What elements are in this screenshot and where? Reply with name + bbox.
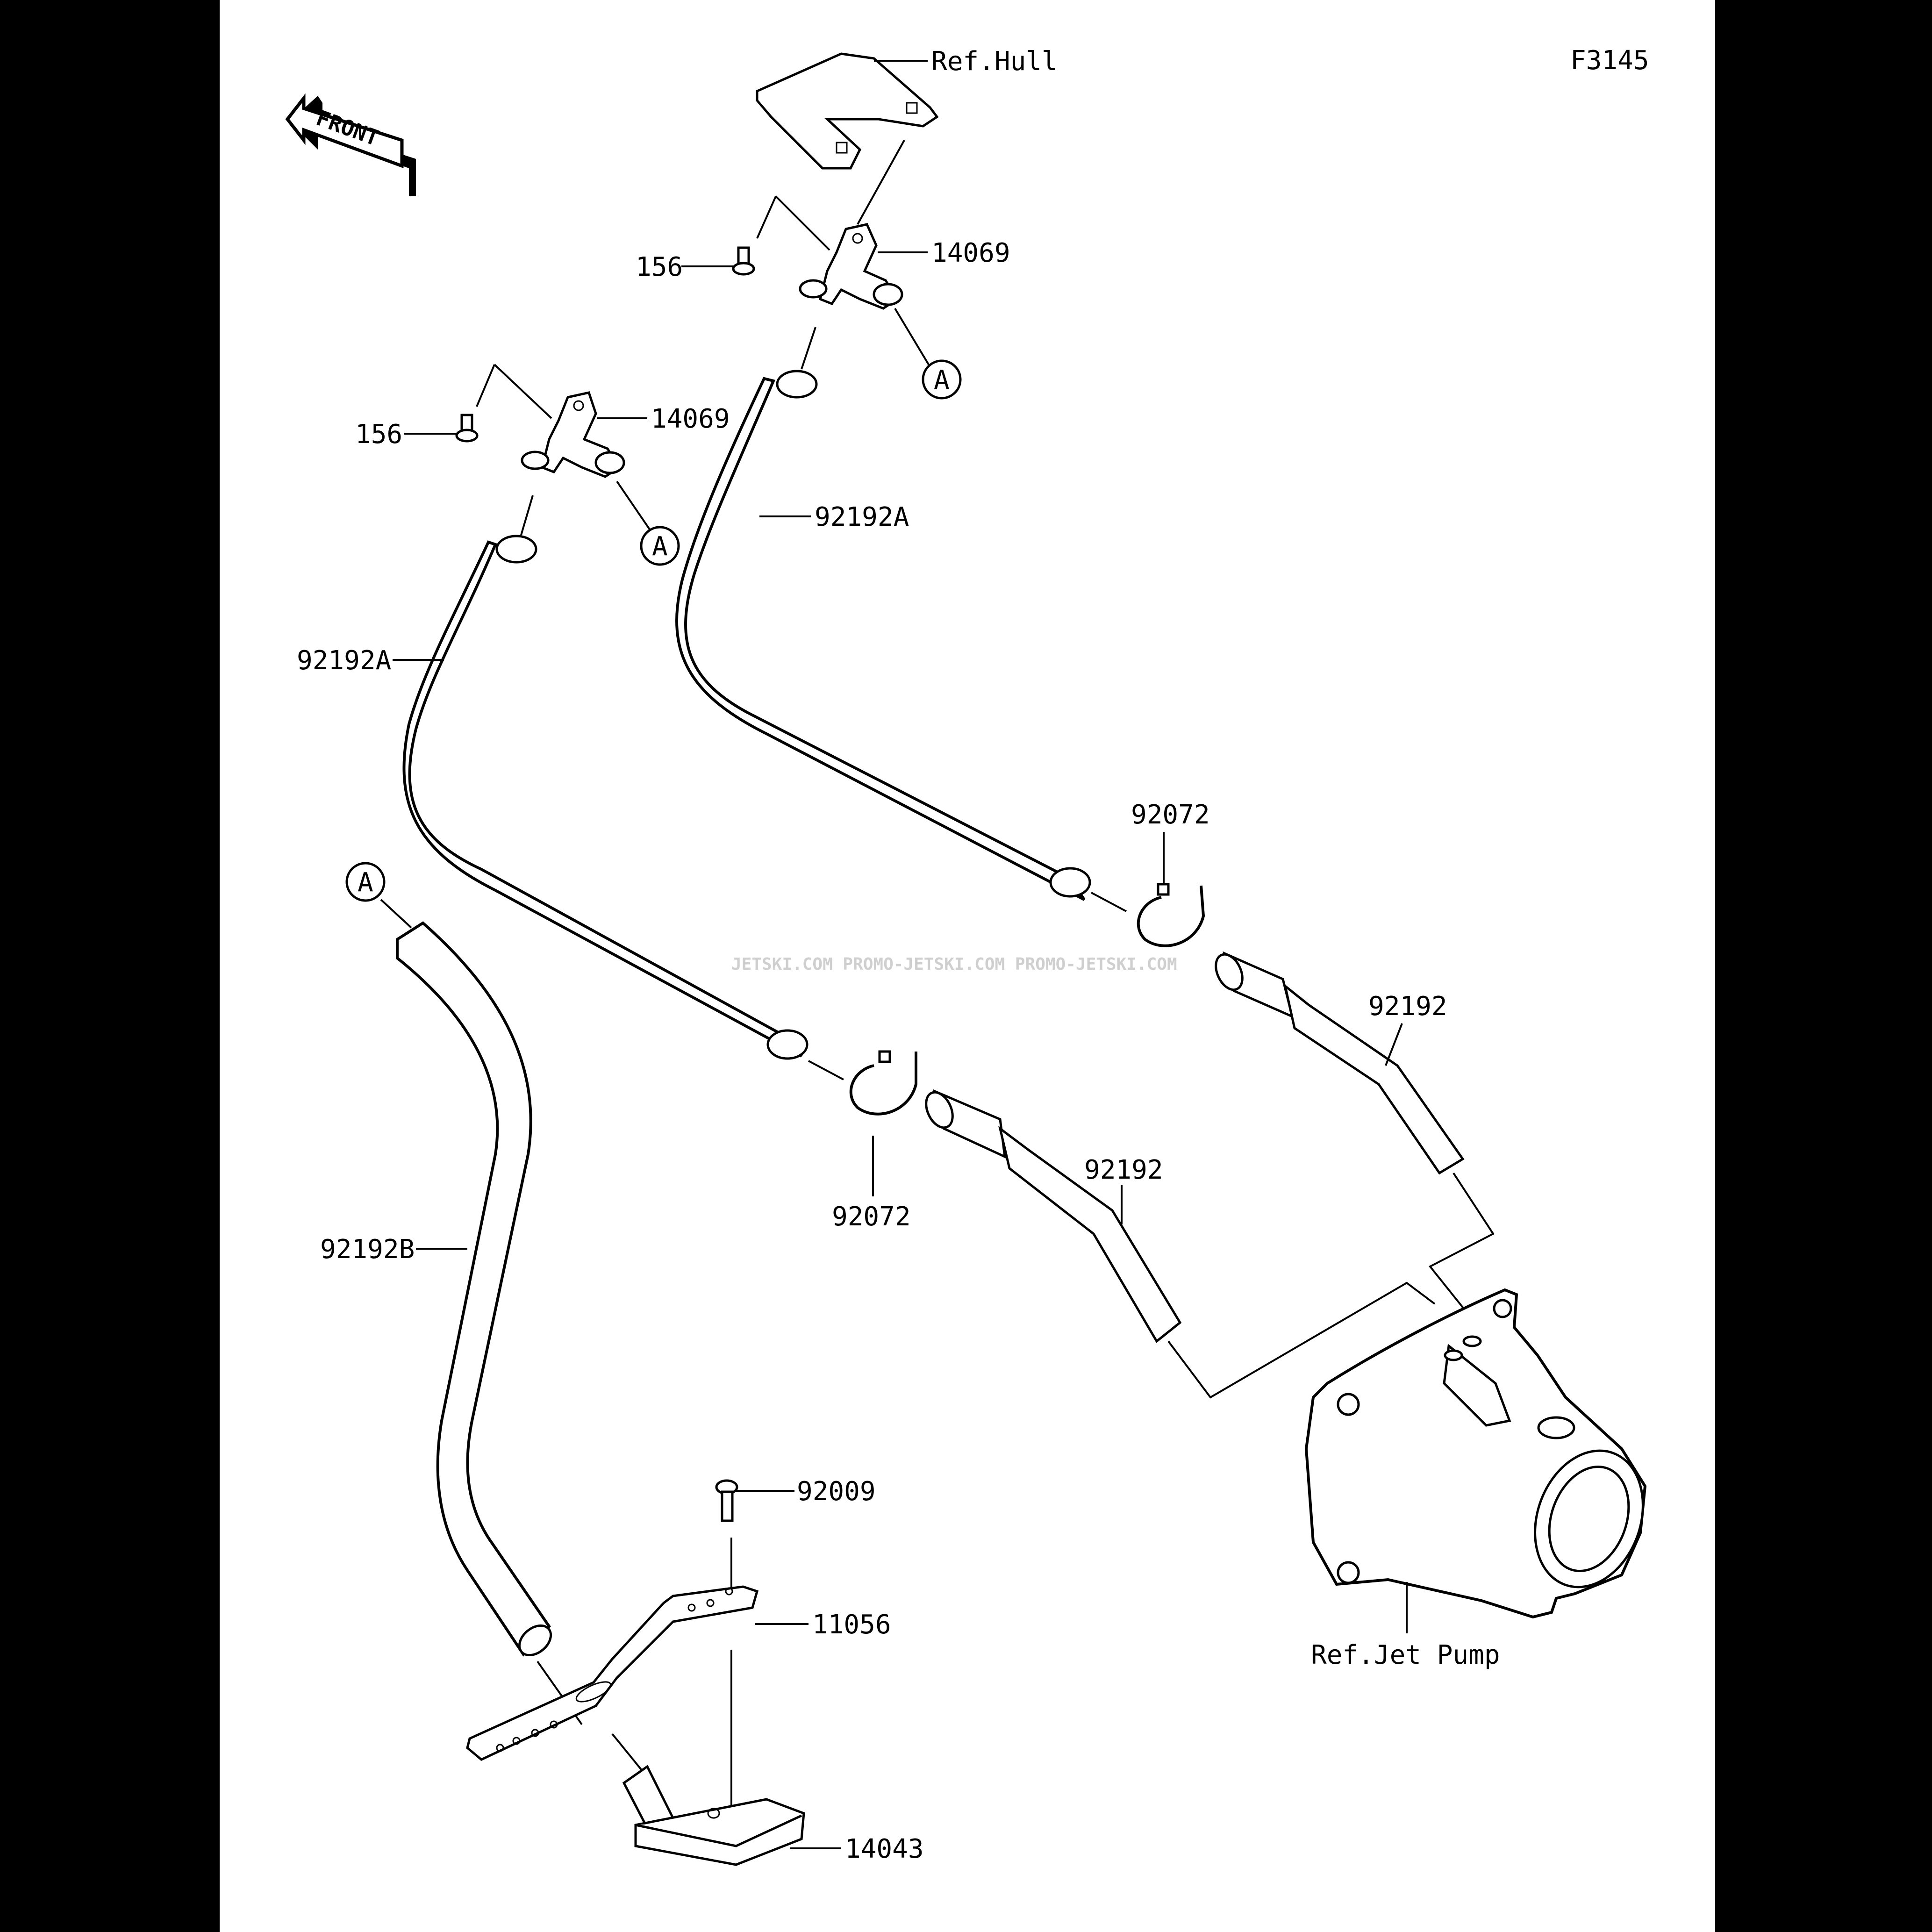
diagram-sheet [220,0,1715,1932]
hose-92192-upper [1215,951,1465,1175]
leader-clamp-top-hose [1091,892,1127,912]
jet-pump-housing [1304,1288,1647,1619]
leader-92192-right [1385,1023,1403,1066]
label-92192-mid: 92192 [1084,1155,1163,1185]
hose-92192a-left [402,540,803,1058]
label-92192b: 92192B [320,1234,415,1265]
leader-hull-to-fitting [857,140,905,225]
leader-a3 [380,899,412,929]
screw-156-left [455,414,479,443]
fitting-14069-top [799,223,903,310]
watermark: JETSKI.COM PROMO-JETSKI.COM PROMO-JETSKI… [731,955,1177,974]
bolt-92009 [715,1479,738,1522]
leader-left-fitting-hose [520,495,534,536]
callout-a1 [922,359,962,400]
label-11056: 11056 [812,1610,891,1640]
label-92072-top: 92072 [1131,800,1210,830]
hose-92192-mid [925,1089,1182,1343]
label-92009: 92009 [797,1476,876,1507]
leader-screw-top-a [775,195,830,251]
label-14043: 14043 [845,1834,924,1864]
leader-mid-hose-pump [1167,1281,1436,1399]
label-ref-hull: Ref.Hull [931,46,1058,77]
callout-a1-label: A [934,365,950,395]
callout-a2 [640,526,680,566]
leader-a2 [616,480,653,534]
label-92192-right: 92192 [1368,991,1447,1022]
hose-92192b [396,921,551,1657]
leader-screw-left-b [476,364,495,407]
leader-top-fitting-hose [801,327,816,370]
label-14069-left: 14069 [651,404,730,434]
callout-a3-label: A [358,867,373,898]
figure-code: F3145 [1570,45,1649,76]
hose-92192a-right [675,377,1086,901]
clamp-92072-bottom [849,1050,917,1116]
screw-156-top [732,246,755,276]
label-92192a-left: 92192A [297,645,391,676]
leader-screw-top-b [756,196,777,239]
leader-upper-hose-pump [1428,1172,1495,1338]
fitting-14069-left [521,391,625,478]
part-14043 [622,1765,805,1866]
label-156-left: 156 [355,419,402,450]
label-92072-bottom: 92072 [832,1202,911,1232]
front-arrow-icon: FRONT [285,93,416,206]
callout-a2-label: A [652,531,668,562]
leader-a1 [894,308,931,368]
leader-screw-left-a [494,364,552,419]
label-156-top: 156 [636,252,683,282]
clamp-92072-top [1137,883,1205,947]
hull-bracket [756,52,939,170]
leader-bracket-part-b [611,1733,644,1772]
label-92192a-right: 92192A [815,502,909,532]
bracket-11056 [466,1585,759,1761]
callout-a3 [345,862,386,902]
leader-clamp-bottom-hose [808,1060,844,1080]
label-ref-jet-pump: Ref.Jet Pump [1311,1640,1500,1670]
label-14069-top: 14069 [931,238,1010,268]
